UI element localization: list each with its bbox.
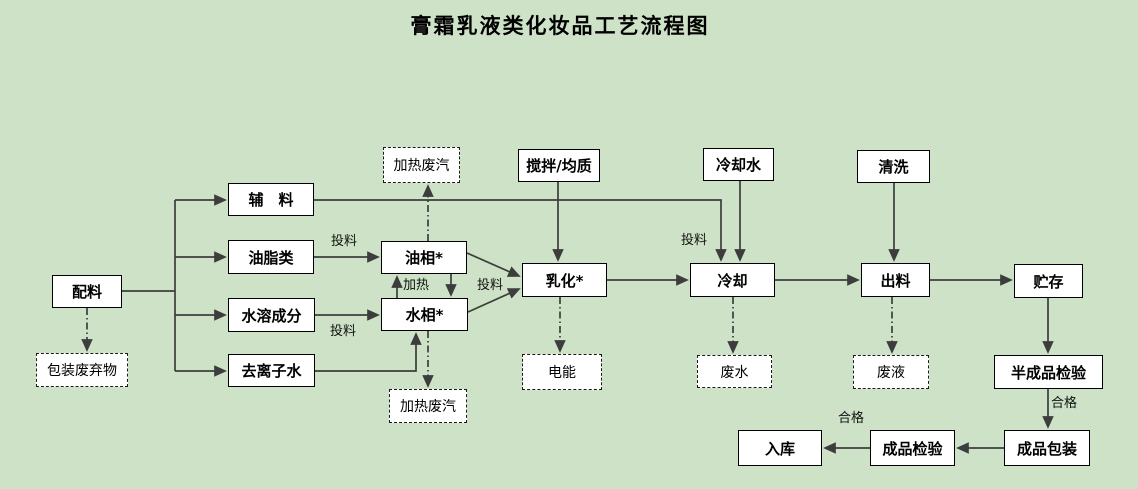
node-label: 冷却 <box>717 271 748 290</box>
node-ruku: 入库 <box>738 430 822 466</box>
edge-shuixiang-to-ruhua <box>467 288 521 313</box>
edge-label-touliao-ruhua: 投料 <box>477 278 504 293</box>
node-qulizishui: 去离子水 <box>228 354 315 387</box>
diagram-title: 膏霜乳液类化妆品工艺流程图 <box>410 13 710 38</box>
node-qingxi: 清洗 <box>857 150 930 183</box>
node-label: 清洗 <box>878 158 909 176</box>
node-label: 成品包装 <box>1016 439 1077 458</box>
node-label: 配料 <box>71 283 102 301</box>
node-label: 废水 <box>720 364 749 381</box>
edge-youxiang-to-ruhua <box>466 252 521 277</box>
node-label: 贮存 <box>1033 272 1064 291</box>
node-label: 水相* <box>405 306 444 324</box>
edge-label-touliao-lengque: 投料 <box>681 233 708 248</box>
edge-label-jiare: 加热 <box>403 278 430 293</box>
edge-label-touliao-youzhilei: 投料 <box>331 234 358 249</box>
node-shuirong-chengfen: 水溶成分 <box>228 298 315 332</box>
node-feiye: 废液 <box>853 355 929 389</box>
node-youzhilei: 油脂类 <box>228 240 314 274</box>
node-label: 电能 <box>548 365 576 381</box>
node-chengpin-baozhuang: 成品包装 <box>1004 430 1090 466</box>
node-label: 冷却水 <box>715 156 761 174</box>
node-label: 辅 料 <box>248 191 294 209</box>
node-label: 废液 <box>877 365 905 381</box>
node-label: 油相* <box>405 249 443 267</box>
node-feishui: 废水 <box>697 355 772 388</box>
node-lengque: 冷却 <box>690 263 775 297</box>
node-chengpin-jianyan: 成品检验 <box>870 430 955 466</box>
node-zhucun: 贮存 <box>1014 264 1083 298</box>
node-fuliao: 辅 料 <box>228 183 314 216</box>
node-label: 加热废汽 <box>400 399 456 415</box>
node-baozhuang-feiqiwu: 包装废弃物 <box>36 353 128 387</box>
node-chuliao: 出料 <box>861 263 930 297</box>
node-label: 搅拌/均质 <box>526 157 592 175</box>
edge-label-touliao-shuirong: 投料 <box>330 324 357 339</box>
node-jiare-feiqi-top: 加热废汽 <box>383 147 460 183</box>
node-label: 包装废弃物 <box>47 363 117 379</box>
edge-label-hege-banchengpin: 合格 <box>1051 396 1078 411</box>
node-lengqueshui: 冷却水 <box>703 148 774 181</box>
node-label: 成品检验 <box>882 439 943 458</box>
node-jiaoban-junzhi: 搅拌/均质 <box>518 149 600 182</box>
node-label: 水溶成分 <box>241 306 302 325</box>
node-dianneng: 电能 <box>522 354 602 390</box>
node-label: 去离子水 <box>241 362 302 380</box>
edge-fuliao-to-lengque <box>314 199 727 262</box>
node-label: 油脂类 <box>248 248 294 267</box>
node-banchengpin-jianyan: 半成品检验 <box>994 355 1103 389</box>
node-label: 入库 <box>764 439 795 458</box>
node-label: 半成品检验 <box>1010 363 1086 382</box>
node-label: 加热废汽 <box>393 158 450 174</box>
node-jiare-feiqi-bottom: 加热废汽 <box>389 389 467 423</box>
node-shuixiang: 水相* <box>381 298 468 331</box>
edge-qulizishui-to-shuixiang <box>315 332 422 372</box>
node-peiliao: 配料 <box>52 275 122 308</box>
node-ruhua: 乳化* <box>522 263 607 297</box>
node-youxiang: 油相* <box>381 241 467 274</box>
node-label: 出料 <box>880 271 911 290</box>
node-label: 乳化* <box>545 271 584 290</box>
edge-label-hege-chengpin: 合格 <box>838 411 865 426</box>
